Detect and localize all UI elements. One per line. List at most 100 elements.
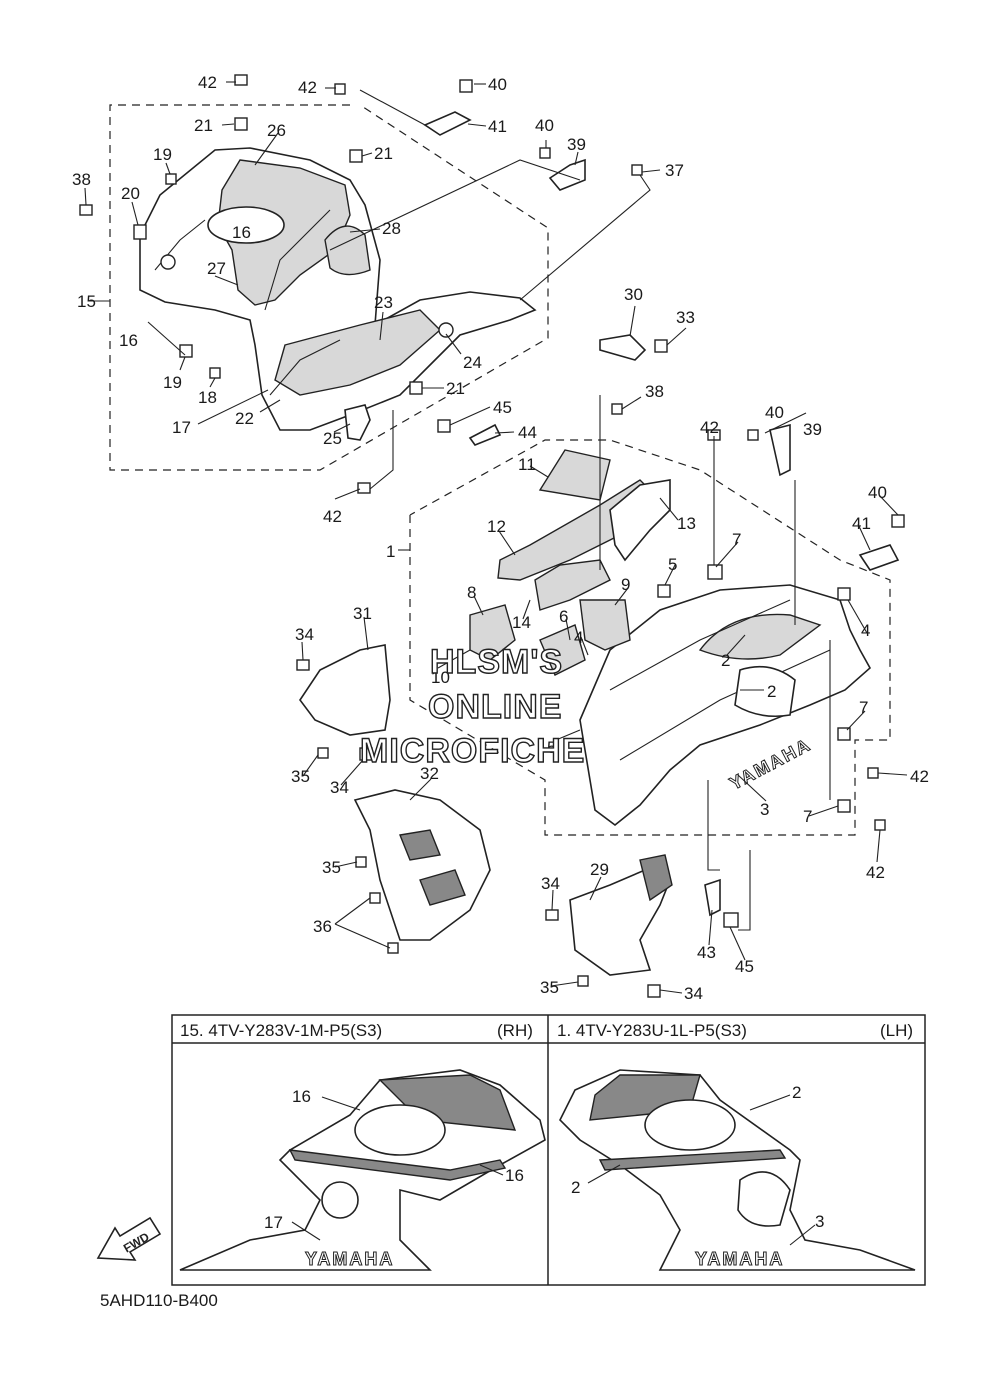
callout-1: 1 — [386, 542, 395, 561]
callout-38: 38 — [72, 170, 91, 189]
callout-42: 42 — [866, 863, 885, 882]
callout-45: 45 — [493, 398, 512, 417]
callout-25: 25 — [323, 429, 342, 448]
leader-lines — [84, 81, 908, 994]
callout-12: 12 — [487, 517, 506, 536]
callout-41: 41 — [488, 117, 507, 136]
callout-44: 44 — [518, 423, 537, 442]
callout-40: 40 — [868, 483, 887, 502]
callout-2: 2 — [721, 651, 730, 670]
callout-7: 7 — [859, 698, 868, 717]
lh-callout-2: 2 — [571, 1178, 580, 1197]
callout-35: 35 — [291, 767, 310, 786]
callout-3: 3 — [760, 800, 769, 819]
callout-39: 39 — [567, 135, 586, 154]
rh-yamaha-decal: YAMAHA — [305, 1249, 394, 1269]
callout-29: 29 — [590, 860, 609, 879]
callout-11: 11 — [518, 455, 536, 474]
rh-callout-17: 17 — [264, 1213, 283, 1232]
callout-42: 42 — [910, 767, 929, 786]
callout-7: 7 — [803, 807, 812, 826]
callout-19: 19 — [163, 373, 182, 392]
callout-14: 14 — [512, 613, 531, 632]
watermark-line-1: HLSM'S — [430, 643, 563, 681]
callout-34: 34 — [330, 778, 349, 797]
fwd-arrow-icon: FWD — [96, 1216, 162, 1261]
fastener-hardware — [79, 74, 905, 998]
decal-reference-box: 15. 4TV-Y283V-1M-P5(S3) (RH) 1. 4TV-Y283… — [171, 1014, 926, 1286]
callout-4: 4 — [574, 628, 583, 647]
callout-24: 24 — [463, 353, 482, 372]
callout-23: 23 — [374, 293, 393, 312]
lh-yamaha-decal: YAMAHA — [695, 1249, 784, 1269]
lh-callout-3: 3 — [815, 1212, 824, 1231]
callout-26: 26 — [267, 121, 286, 140]
callout-41: 41 — [852, 514, 871, 533]
rh-cowling-drawing: YAMAHA — [179, 1069, 546, 1271]
callout-40: 40 — [535, 116, 554, 135]
callout-34: 34 — [541, 874, 560, 893]
callout-6: 6 — [559, 607, 568, 626]
callout-18: 18 — [198, 388, 217, 407]
watermark-line-3: MICROFICHE — [360, 732, 585, 770]
callout-37: 37 — [665, 161, 684, 180]
callout-43: 43 — [697, 943, 716, 962]
callout-5: 5 — [668, 555, 677, 574]
callout-30: 30 — [624, 285, 643, 304]
rh-panel-side: (RH) — [497, 1021, 533, 1040]
callout-33: 33 — [676, 308, 695, 327]
callout-42: 42 — [700, 418, 719, 437]
callout-10: 10 — [431, 668, 450, 687]
callout-16: 16 — [232, 223, 251, 242]
callout-19: 19 — [153, 145, 172, 164]
callout-34: 34 — [295, 625, 314, 644]
callout-32: 32 — [420, 764, 439, 783]
callout-4: 4 — [861, 621, 870, 640]
callout-36: 36 — [313, 917, 332, 936]
callout-22: 22 — [235, 409, 254, 428]
assembly-15-boundary — [109, 104, 549, 471]
callout-27: 27 — [207, 259, 226, 278]
watermark: HLSM'S ONLINE MICROFICHE — [359, 642, 585, 770]
callout-38: 38 — [645, 382, 664, 401]
callout-40: 40 — [488, 75, 507, 94]
callout-5: 5 — [547, 738, 556, 757]
assembly-1-boundary — [409, 439, 891, 836]
upper-cowling-assembly — [139, 147, 537, 441]
callout-7: 7 — [732, 530, 741, 549]
callout-42: 42 — [198, 73, 217, 92]
intake-opening — [207, 206, 285, 244]
lower-cowling-assembly: YAMAHA — [299, 449, 872, 976]
callout-labels: 42 42 40 41 21 26 21 40 39 37 19 38 20 1… — [72, 73, 929, 1003]
callout-2: 2 — [767, 682, 776, 701]
callout-31: 31 — [353, 604, 372, 623]
rh-callout-16: 16 — [292, 1087, 311, 1106]
callout-21: 21 — [194, 116, 213, 135]
callout-35: 35 — [322, 858, 341, 877]
callout-42: 42 — [323, 507, 342, 526]
callout-8: 8 — [467, 583, 476, 602]
lh-cowling-drawing: YAMAHA — [559, 1069, 916, 1271]
callout-42: 42 — [298, 78, 317, 97]
callout-39: 39 — [803, 420, 822, 439]
callout-20: 20 — [121, 184, 140, 203]
rh-callout-16: 16 — [505, 1166, 524, 1185]
callout-13: 13 — [677, 514, 696, 533]
lh-callout-2: 2 — [792, 1083, 801, 1102]
callout-45: 45 — [735, 957, 754, 976]
diagram-code: 5AHD110-B400 — [100, 1291, 218, 1310]
lh-panel-side: (LH) — [880, 1021, 913, 1040]
watermark-line-2: ONLINE — [428, 688, 562, 726]
callout-35: 35 — [540, 978, 559, 997]
callout-9: 9 — [621, 575, 630, 594]
callout-34: 34 — [684, 984, 703, 1003]
lh-panel-title: 1. 4TV-Y283U-1L-P5(S3) — [557, 1021, 747, 1040]
rh-panel-title: 15. 4TV-Y283V-1M-P5(S3) — [180, 1021, 382, 1040]
lower-yamaha-decal: YAMAHA — [726, 734, 814, 794]
callout-40: 40 — [765, 403, 784, 422]
callout-17: 17 — [172, 418, 191, 437]
callout-21: 21 — [374, 144, 393, 163]
callout-21: 21 — [446, 379, 465, 398]
